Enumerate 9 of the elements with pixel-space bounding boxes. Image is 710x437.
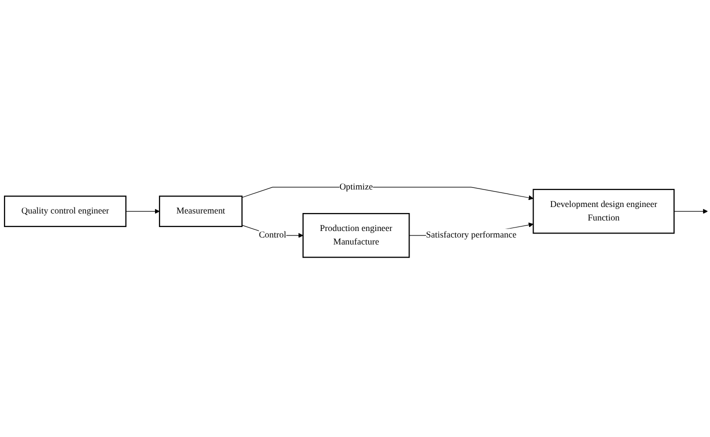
node-box: Development design engineer Function (532, 188, 675, 234)
edge-label: Optimize (339, 182, 373, 192)
arrow (126, 208, 160, 214)
edge-label: Control (258, 230, 286, 240)
edge-label: Satisfactory performance (426, 230, 516, 240)
node-box: Quality control engineer (4, 195, 126, 227)
arrow (674, 208, 708, 214)
node-box: Measurement (158, 195, 243, 227)
node-box: Production engineer Manufacture (302, 212, 410, 258)
